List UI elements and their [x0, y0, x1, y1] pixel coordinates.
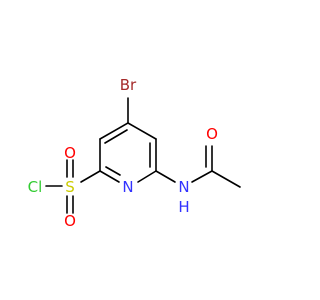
- bond-c2-s: [80, 170, 101, 183]
- bond-c4-c3: [99, 122, 129, 140]
- structure-diagram: Br N N H O S O O Cl: [28, 76, 241, 230]
- atom-n-amide: N: [178, 178, 189, 196]
- atom-o-sulfonyl-top: O: [64, 144, 76, 162]
- bonds: [45, 97, 241, 214]
- atom-o-sulfonyl-bottom: O: [64, 212, 76, 230]
- atom-n-ring: N: [122, 178, 133, 196]
- bond-c4-c3-inner: [104, 129, 128, 144]
- bond-co-methyl: [211, 170, 241, 188]
- bond-c4-c5: [127, 122, 157, 140]
- bond-nh-co: [191, 170, 213, 183]
- atom-br: Br: [120, 76, 137, 94]
- bond-c2-n: [99, 170, 120, 183]
- atom-o-carbonyl: O: [206, 125, 218, 143]
- atom-cl: Cl: [28, 178, 43, 196]
- bond-c2-n-inner: [105, 166, 121, 176]
- molecule-canvas: Br N N H O S O O Cl: [28, 76, 241, 230]
- atom-s: S: [65, 178, 75, 196]
- bond-c6-nh: [155, 170, 176, 183]
- bond-n-c6: [137, 170, 157, 183]
- atom-h-amide: H: [178, 198, 189, 216]
